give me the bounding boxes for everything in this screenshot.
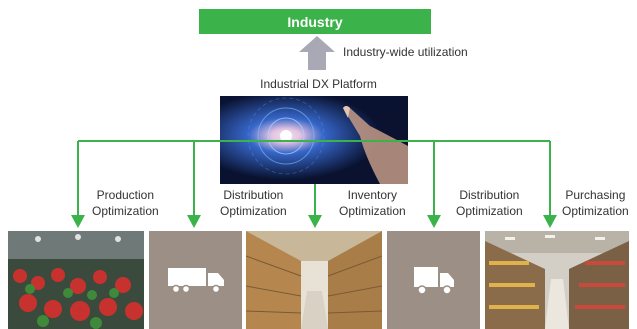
- arrowhead-icon: [71, 215, 85, 228]
- truck-icon: [413, 267, 454, 295]
- connector-lines: [71, 140, 557, 228]
- industry-label: Industry: [287, 13, 343, 30]
- arrowhead-icon: [543, 215, 557, 228]
- warehouse-photo: [246, 231, 382, 329]
- utilization-label: Industry-wide utilization: [343, 45, 468, 59]
- industry-box: Industry: [199, 9, 431, 34]
- upward-arrow-icon: [299, 36, 335, 70]
- distribution-panel-1: [149, 231, 242, 329]
- distribution-panel-2: [387, 231, 480, 329]
- platform-title: Industrial DX Platform: [260, 77, 377, 91]
- arrowhead-icon: [308, 215, 322, 228]
- truck-icon: [167, 268, 224, 294]
- supermarket-photo: [485, 231, 629, 329]
- arrowhead-icon: [427, 215, 441, 228]
- arrowhead-icon: [187, 215, 201, 228]
- production-photo: [8, 231, 144, 329]
